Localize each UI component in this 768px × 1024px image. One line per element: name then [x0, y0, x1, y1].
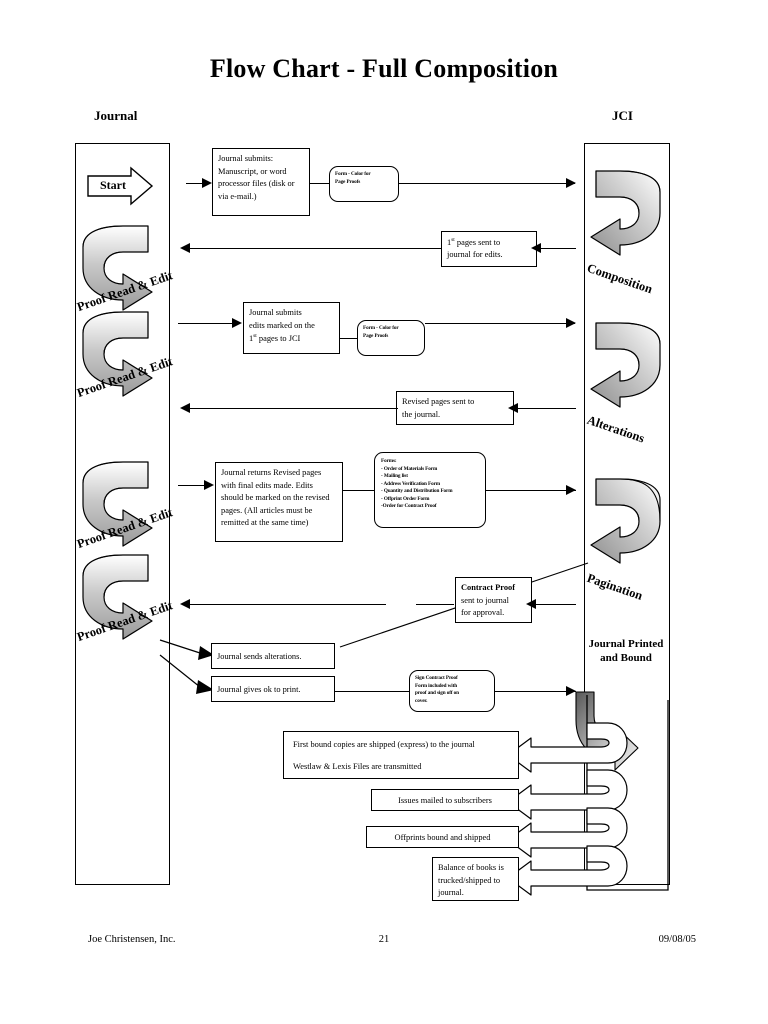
connector-diagonal-to-contract [416, 604, 454, 605]
page-title: Flow Chart - Full Composition [209, 54, 559, 83]
balance-line-3: journal. [438, 888, 464, 898]
arrowhead-firstpages-to-journal [180, 243, 190, 253]
sign-line-2: Form included with [415, 682, 458, 689]
forms-item: - Mailing list [381, 473, 408, 480]
connector-forms-to-jci [486, 490, 576, 491]
forms-item: - Order of Materials Form [381, 465, 438, 472]
connector-start-to-submit [186, 183, 206, 184]
box-offprints-shipped: Offprints bound and shipped [366, 826, 519, 848]
connector-returns-to-forms [343, 490, 375, 491]
printed-line-2: and Bound [600, 651, 652, 664]
box-journal-returns-revised: Journal returns Revised pages with final… [215, 462, 343, 542]
box-journal-gives-ok: Journal gives ok to print. [211, 676, 335, 702]
edits-line-2: edits marked on the [249, 320, 315, 330]
balance-line-2: trucked/shipped to [438, 875, 501, 885]
forms-title: Forms: [381, 458, 397, 464]
connector-firstpages-to-journal [186, 248, 442, 249]
arrowhead-journal-to-edits [232, 318, 242, 328]
westlaw-lexis-line: Westlaw & Lexis Files are transmitted [293, 761, 422, 771]
contract-proof-title: Contract Proof [461, 583, 516, 592]
start-label: Start [100, 178, 126, 192]
forms-item: - Quantity and Distribution Form [381, 488, 453, 495]
box-first-pages-sent: 1st pages sent to journal for edits. [441, 231, 537, 267]
form2-line-1: Form - Color for [363, 325, 399, 331]
box-journal-sends-alterations: Journal sends alterations. [211, 643, 335, 669]
connector-journal-to-returns [178, 485, 208, 486]
connector-edits-to-form2 [340, 338, 358, 339]
box-journal-submits-edits: Journal submits edits marked on the 1st … [243, 302, 340, 354]
box-journal-submits-manuscript: Journal submits: Manuscript, or word pro… [212, 148, 310, 216]
connector-jci-to-firstpages [537, 248, 576, 249]
arrowhead-sign-to-jci [566, 686, 576, 696]
form-line-1: Form - Color for [335, 171, 371, 177]
sign-line-3: proof and sign off on [415, 690, 459, 697]
edits-line-1: Journal submits [249, 308, 302, 317]
first-bound-line: First bound copies are shipped (express)… [293, 740, 475, 749]
first-pages-line-2: journal for edits. [447, 250, 503, 260]
connector-contract-to-journal [186, 604, 386, 605]
forms-item: - Address Verification Form [381, 480, 441, 487]
column-header-jci: JCI [612, 108, 633, 123]
arrowhead-start-to-submit [202, 178, 212, 188]
box-form-color-page-proofs-2: Form - Color for Page Proofs [357, 320, 425, 356]
box-issues-mailed: Issues mailed to subscribers [371, 789, 519, 811]
revised-line-1: Revised pages sent to [402, 397, 475, 406]
footer-company: Joe Christensen, Inc. [88, 934, 176, 945]
form-line-2: Page Proofs [335, 178, 361, 185]
form2-line-2: Page Proofs [363, 332, 389, 339]
box-sign-contract-proof: Sign Contract Proof Form included with p… [409, 670, 495, 712]
lane-label-journal-printed-bound: Journal Printed and Bound [586, 638, 666, 666]
connector-jci-to-contract [532, 604, 576, 605]
box-revised-pages-sent: Revised pages sent to the journal. [396, 391, 514, 425]
arrowhead-revised-to-journal [180, 403, 190, 413]
connector-revised-to-journal [186, 408, 398, 409]
footer-date: 09/08/05 [658, 934, 696, 945]
arrowhead-form-to-jci [566, 178, 576, 188]
contract-proof-line-2: for approval. [461, 608, 505, 618]
forms-item-list: - Order of Materials Form - Mailing list… [381, 466, 479, 511]
forms-item: - Offprint Order Form [381, 495, 430, 502]
printed-line-1: Journal Printed [588, 638, 664, 650]
box-balance-of-books: Balance of books is trucked/shipped to j… [432, 857, 519, 901]
box-contract-proof: Contract Proof sent to journal for appro… [455, 577, 532, 623]
forms-item: -Order for Contract Proof [381, 503, 437, 510]
connector-ok-to-sign [335, 691, 410, 692]
revised-line-2: the journal. [402, 409, 441, 419]
arrowhead-jci-to-contract [526, 599, 536, 609]
box-form-color-page-proofs-1: Form - Color for Page Proofs [329, 166, 399, 202]
column-header-journal: Journal [94, 108, 138, 123]
arrowhead-forms-to-jci [566, 485, 576, 495]
connector-sign-to-jci [495, 691, 576, 692]
connector-journal-to-edits [178, 323, 236, 324]
connector-form-to-jci [399, 183, 575, 184]
sign-line-4: cover. [415, 697, 428, 704]
connector-jci-to-revised [514, 408, 576, 409]
arrowhead-journal-to-returns [204, 480, 214, 490]
arrowhead-jci-to-firstpages [531, 243, 541, 253]
sign-line-1: Sign Contract Proof [415, 675, 458, 681]
arrowhead-jci-to-revised [508, 403, 518, 413]
balance-line-1: Balance of books is [438, 863, 504, 872]
connector-form2-to-jci [425, 323, 575, 324]
swimlane-jci [584, 143, 670, 885]
connector-submit-to-form [310, 183, 330, 184]
arrowhead-form2-to-jci [566, 318, 576, 328]
footer-page-number: 21 [378, 934, 390, 945]
contract-proof-line-1: sent to journal [461, 595, 509, 605]
swimlane-journal [75, 143, 170, 885]
box-forms-list: Forms: - Order of Materials Form - Maili… [374, 452, 486, 528]
first-pages-tail: pages sent to [456, 237, 501, 247]
arrowhead-contract-to-journal [180, 599, 190, 609]
box-first-bound-copies: First bound copies are shipped (express)… [283, 731, 519, 779]
